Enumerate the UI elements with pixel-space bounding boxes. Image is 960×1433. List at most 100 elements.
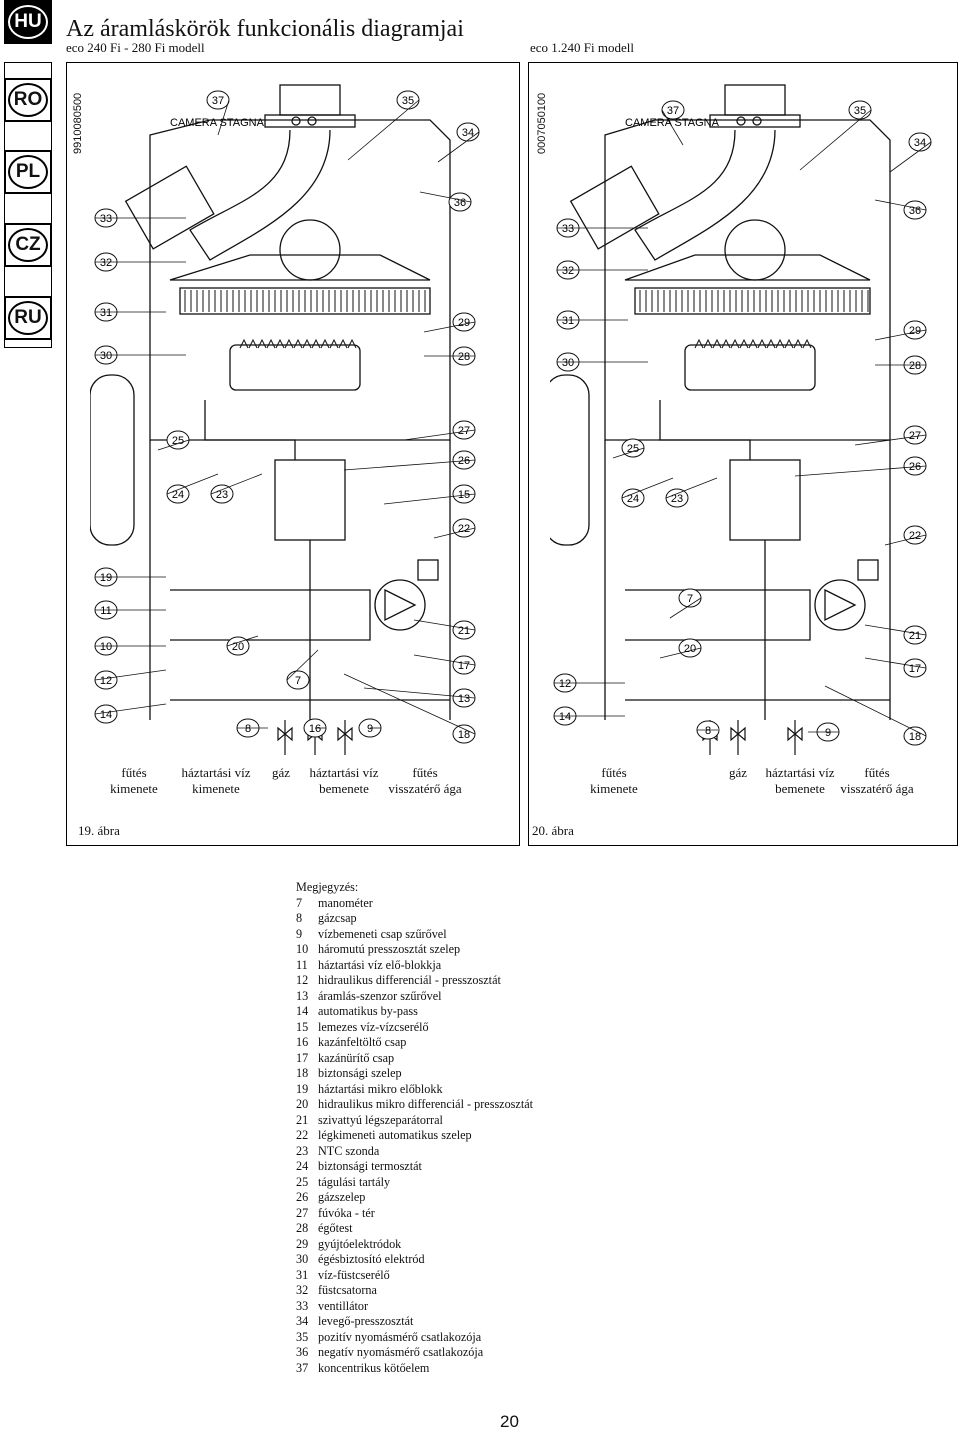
legend-item-number: 23 xyxy=(296,1143,309,1158)
legend-item-text: háromutú presszosztát szelep xyxy=(318,942,461,956)
legend-item-number: 16 xyxy=(296,1035,309,1049)
callout-leader xyxy=(437,131,480,163)
right-code: 0007050100 xyxy=(536,92,548,154)
legend-item-number: 17 xyxy=(296,1050,309,1065)
callout-number: 17 xyxy=(909,663,921,675)
burner-flame xyxy=(784,338,794,349)
camera-label: CAMERA STAGNA xyxy=(625,117,720,129)
burner-flame xyxy=(730,338,740,349)
callout-number: 23 xyxy=(216,489,228,501)
burner-flame xyxy=(338,338,348,349)
callout-leader xyxy=(226,635,259,647)
fan-opening xyxy=(279,219,341,281)
connection-label: gáz xyxy=(729,765,747,797)
collar-screw xyxy=(752,116,762,126)
callout-number: 22 xyxy=(909,530,921,542)
flue-collar xyxy=(709,114,801,128)
callout-number: 26 xyxy=(909,461,921,473)
legend-item-number: 12 xyxy=(296,973,309,987)
legend-item-text: pozitív nyomásmérő csatlakozója xyxy=(318,1329,482,1344)
burner-flame xyxy=(320,338,330,349)
pump-arrow xyxy=(824,588,857,622)
callout-leader xyxy=(419,191,472,203)
legend-item-number: 27 xyxy=(296,1205,309,1220)
callout-leader xyxy=(889,141,932,173)
callout-number: 30 xyxy=(562,357,574,369)
callout-number: 12 xyxy=(100,675,112,687)
callout-number: 34 xyxy=(914,137,926,149)
callout-number: 10 xyxy=(100,641,112,653)
legend-item-number: 8 xyxy=(296,911,303,925)
connection-detail: kimenete xyxy=(110,781,158,796)
callout-number: 8 xyxy=(705,725,711,737)
burner-flame xyxy=(694,338,704,349)
connection-name: fűtés xyxy=(412,765,438,780)
burner-flame xyxy=(739,338,749,349)
burner-flame xyxy=(793,338,803,349)
fan-duct xyxy=(634,129,776,261)
fan xyxy=(124,165,215,250)
legend-heading: Megjegyzés: xyxy=(296,880,359,894)
callout-leader xyxy=(166,473,219,495)
language-code: PL xyxy=(8,155,48,189)
flue-collar xyxy=(264,114,356,128)
gas-pipe xyxy=(659,400,751,460)
callout-number: 25 xyxy=(627,443,639,455)
legend-item-text: vízbemeneti csap szűrővel xyxy=(318,926,447,941)
callout-leader xyxy=(343,459,476,471)
burner-flame xyxy=(311,338,321,349)
legend-item-number: 32 xyxy=(296,1283,309,1297)
legend-item-number: 33 xyxy=(296,1298,309,1313)
callout-leader xyxy=(343,673,476,735)
burner-flame xyxy=(257,338,267,349)
language-tab-ru[interactable]: RU xyxy=(4,296,52,340)
flue-outlet xyxy=(279,84,341,116)
callout-number: 35 xyxy=(854,105,866,117)
callout-leader xyxy=(210,473,263,495)
legend-item-text: NTC szonda xyxy=(318,1143,380,1158)
hydraulic-block xyxy=(170,589,371,641)
callout-leader xyxy=(874,329,927,341)
callout-number: 7 xyxy=(687,593,693,605)
legend-item-text: szivattyú légszeparátorral xyxy=(318,1112,443,1127)
callout-number: 9 xyxy=(825,727,831,739)
callout-number: 31 xyxy=(562,315,574,327)
legend-item-text: áramlás-szenzor szűrővel xyxy=(318,988,442,1003)
language-tab-hu[interactable]: HU xyxy=(4,0,52,44)
connection-detail: kimenete xyxy=(192,781,240,796)
burner-flame xyxy=(712,338,722,349)
fan-opening xyxy=(724,219,786,281)
legend-item-text: víz-füstcserélő xyxy=(318,1267,390,1282)
connection-detail: kimenete xyxy=(590,781,638,796)
air-vent xyxy=(857,559,879,581)
page-title: Az áramláskörök funkcionális diagramjai xyxy=(66,16,464,43)
callout-leader xyxy=(347,99,420,161)
page-number: 20 xyxy=(500,1412,519,1431)
burner-flame xyxy=(239,338,249,349)
burner-flame xyxy=(802,338,812,349)
legend-item-number: 24 xyxy=(296,1159,309,1173)
callout-number: 29 xyxy=(909,325,921,337)
connection-label: gáz xyxy=(272,765,290,797)
legend-item-text: gázszelep xyxy=(318,1190,366,1204)
burner-flame xyxy=(302,338,312,349)
flue-hood xyxy=(624,254,871,281)
legend-item-text: lemezes víz-vízcserélő xyxy=(318,1019,429,1034)
callout-number: 19 xyxy=(100,572,112,584)
legend-item-text: kazánfeltöltő csap xyxy=(318,1035,407,1049)
